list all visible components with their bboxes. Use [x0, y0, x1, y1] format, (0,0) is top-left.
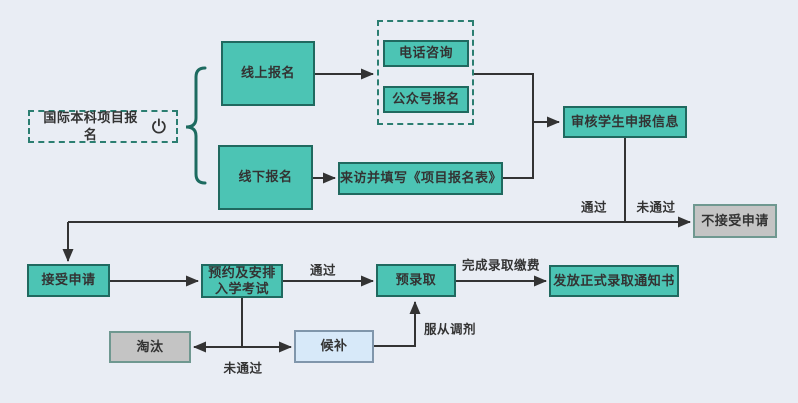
edge-label-exam-pass: 通过 [309, 263, 337, 278]
node-label: 预录取 [395, 272, 437, 288]
edge-label-review-pass: 通过 [580, 200, 608, 215]
edge-label-payment: 完成录取缴费 [461, 258, 541, 273]
node-wechat-registration: 公众号报名 [383, 86, 469, 113]
node-label: 来访并填写《项目报名表》 [340, 170, 503, 186]
node-reject-application: 不接受申请 [693, 204, 777, 238]
node-label: 候补 [320, 338, 348, 354]
brace-split [185, 66, 207, 185]
node-label: 审核学生申报信息 [570, 113, 679, 129]
node-label: 预约及安排 [208, 264, 276, 280]
edge-label-exam-fail: 未通过 [223, 361, 263, 376]
node-phone-consult: 电话咨询 [383, 40, 469, 67]
node-eliminated: 淘汰 [109, 331, 191, 363]
node-issue-admission-letter: 发放正式录取通知书 [549, 265, 679, 297]
node-label: 公众号报名 [392, 91, 460, 107]
power-icon [152, 118, 166, 134]
edge-label-adjustment: 服从调剂 [423, 322, 477, 337]
node-label: 线下报名 [238, 169, 293, 185]
node-label: 发放正式录取通知书 [553, 272, 675, 288]
node-start: 国际本科项目报名 [28, 110, 178, 143]
node-online-registration: 线上报名 [221, 41, 315, 106]
node-start-label: 国际本科项目报名 [43, 110, 138, 142]
node-pre-admission: 预录取 [376, 264, 456, 297]
edge-label-review-fail: 未通过 [636, 200, 676, 215]
node-label: 接受申请 [41, 272, 96, 288]
online-channels-group [377, 20, 474, 125]
node-label: 线上报名 [240, 65, 295, 81]
node-offline-registration: 线下报名 [218, 145, 313, 210]
node-label: 入学考试 [214, 281, 269, 296]
node-schedule-exam: 预约及安排 入学考试 [201, 264, 283, 298]
node-review-application: 审核学生申报信息 [563, 106, 687, 138]
node-waitlist: 候补 [294, 330, 374, 363]
node-label: 淘汰 [136, 338, 164, 354]
node-label: 不接受申请 [701, 212, 769, 228]
node-label: 电话咨询 [398, 45, 453, 61]
node-visit-fill-form: 来访并填写《项目报名表》 [338, 162, 503, 195]
node-accept-application: 接受申请 [27, 264, 110, 297]
